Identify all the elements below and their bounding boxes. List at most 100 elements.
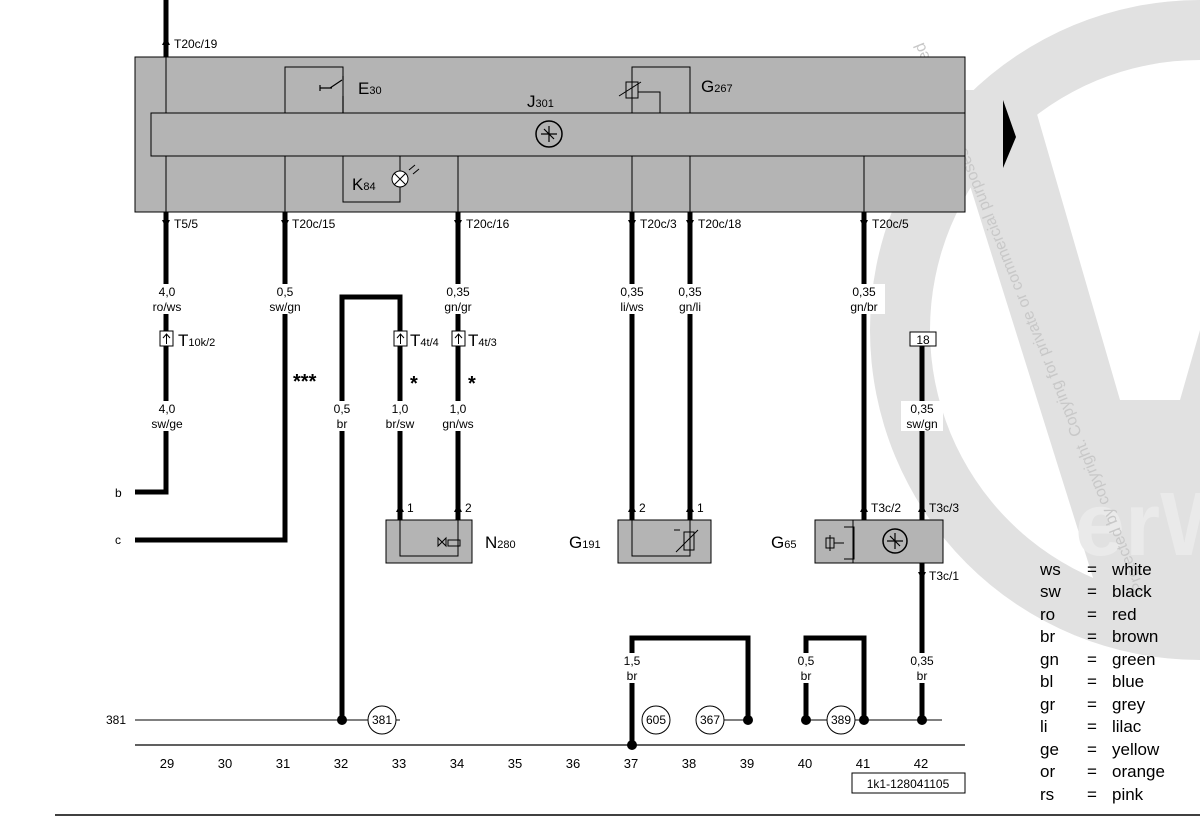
diagram-id-box xyxy=(851,772,966,794)
svg-text:or: or xyxy=(1040,762,1055,781)
pin-label: T3c/2 xyxy=(871,501,901,515)
svg-text:0,5: 0,5 xyxy=(798,654,815,668)
ground-point-label: 605 xyxy=(646,713,666,727)
note-mark: * xyxy=(410,373,418,395)
svg-text:1,0: 1,0 xyxy=(450,402,467,416)
svg-text:=: = xyxy=(1087,627,1097,646)
svg-text:ge: ge xyxy=(1040,740,1059,759)
svg-text:31: 31 xyxy=(276,756,290,771)
note-mark: * xyxy=(468,373,476,395)
svg-text:32: 32 xyxy=(334,756,348,771)
wires xyxy=(135,0,965,746)
svg-text:=: = xyxy=(1087,695,1097,714)
svg-text:N280: N280 xyxy=(485,533,516,552)
svg-text:sw/ge: sw/ge xyxy=(151,417,183,431)
svg-text:li: li xyxy=(1040,717,1048,736)
svg-text:ro: ro xyxy=(1040,605,1055,624)
pin-label: T20c/15 xyxy=(292,217,336,231)
svg-text:0,35: 0,35 xyxy=(852,285,876,299)
svg-text:=: = xyxy=(1087,605,1097,624)
diagram-id: 1k1-128041105 xyxy=(867,777,950,791)
svg-text:brown: brown xyxy=(1112,627,1158,646)
svg-text:T4t/3: T4t/3 xyxy=(468,331,497,350)
pin-arrows xyxy=(162,37,926,580)
pin-label-top: T20c/19 xyxy=(174,37,218,51)
connector-icon xyxy=(396,333,405,344)
svg-text:lilac: lilac xyxy=(1112,717,1142,736)
svg-text:yellow: yellow xyxy=(1112,740,1160,759)
svg-text:blue: blue xyxy=(1112,672,1144,691)
temperature-sensor-icon xyxy=(683,531,695,551)
ground-points: 381 605 367 389 xyxy=(367,705,856,735)
svg-text:br: br xyxy=(337,417,348,431)
svg-text:=: = xyxy=(1087,582,1097,601)
connector-icon xyxy=(454,333,463,344)
svg-text:=: = xyxy=(1087,717,1097,736)
switch-icon xyxy=(319,76,344,113)
svg-text:=: = xyxy=(1087,762,1097,781)
svg-text:T4t/4: T4t/4 xyxy=(410,331,439,350)
svg-text:gn/br: gn/br xyxy=(850,300,877,314)
svg-text:gn/gr: gn/gr xyxy=(444,300,471,314)
watermark-logo-text: erW xyxy=(1075,475,1200,575)
svg-text:35: 35 xyxy=(508,756,522,771)
lamp-k84: K84 xyxy=(342,156,420,203)
svg-text:sw: sw xyxy=(1040,582,1062,601)
ground-point-label: 389 xyxy=(831,713,851,727)
reference-box xyxy=(909,331,937,347)
svg-text:green: green xyxy=(1112,650,1155,669)
pin-label: T5/5 xyxy=(174,217,198,231)
svg-text:K84: K84 xyxy=(352,175,376,194)
potentiometer-icon xyxy=(625,81,639,99)
svg-text:4,0: 4,0 xyxy=(159,285,176,299)
pin-label: T20c/18 xyxy=(698,217,742,231)
pin-label: 2 xyxy=(639,501,646,515)
svg-text:33: 33 xyxy=(392,756,406,771)
junction-dots xyxy=(337,715,927,750)
svg-text:bl: bl xyxy=(1040,672,1053,691)
svg-text:36: 36 xyxy=(566,756,580,771)
svg-text:pink: pink xyxy=(1112,785,1144,804)
connector-t4t4: T4t/4 xyxy=(393,330,439,350)
svg-text:rs: rs xyxy=(1040,785,1054,804)
svg-text:4,0: 4,0 xyxy=(159,402,176,416)
wire-labels: 4,0 ro/ws 4,0 sw/ge 0,5 sw/gn 0,35 gn/gr… xyxy=(146,284,943,683)
svg-text:red: red xyxy=(1112,605,1137,624)
switch-e30: E30 xyxy=(284,66,382,113)
wire-ref-b: b xyxy=(115,486,122,500)
svg-text:34: 34 xyxy=(450,756,464,771)
svg-text:gn/li: gn/li xyxy=(679,300,701,314)
svg-text:=: = xyxy=(1087,785,1097,804)
wire-ref-c: c xyxy=(115,533,121,547)
svg-text:30: 30 xyxy=(218,756,232,771)
color-legend: ws=white sw=black ro=red br=brown gn=gre… xyxy=(1039,560,1165,804)
capacitor-icon xyxy=(825,526,855,560)
valve-n280: N280 xyxy=(385,519,516,564)
control-module-bus xyxy=(150,112,966,157)
pin-label: T3c/1 xyxy=(929,569,959,583)
connector-t4t3: T4t/3 xyxy=(451,330,497,350)
svg-text:1,5: 1,5 xyxy=(624,654,641,668)
sender-g65: G65 xyxy=(771,519,944,564)
pin-label: T20c/3 xyxy=(640,217,677,231)
svg-text:br: br xyxy=(801,669,812,683)
svg-text:E30: E30 xyxy=(358,79,382,98)
svg-text:br: br xyxy=(917,669,928,683)
svg-text:gn/ws: gn/ws xyxy=(442,417,473,431)
pin-label: 1 xyxy=(407,501,414,515)
valve-icon xyxy=(437,536,461,548)
svg-text:0,5: 0,5 xyxy=(277,285,294,299)
module-symbol-icon xyxy=(535,120,563,148)
connector-t10k2: T10k/2 xyxy=(159,330,215,350)
svg-text:41: 41 xyxy=(856,756,870,771)
svg-text:black: black xyxy=(1112,582,1152,601)
svg-text:0,35: 0,35 xyxy=(620,285,644,299)
pin-label: T20c/16 xyxy=(466,217,510,231)
svg-text:G65: G65 xyxy=(771,533,796,552)
svg-text:li/ws: li/ws xyxy=(620,300,643,314)
svg-text:0,5: 0,5 xyxy=(334,402,351,416)
connector-icon xyxy=(162,333,171,344)
svg-text:42: 42 xyxy=(914,756,928,771)
